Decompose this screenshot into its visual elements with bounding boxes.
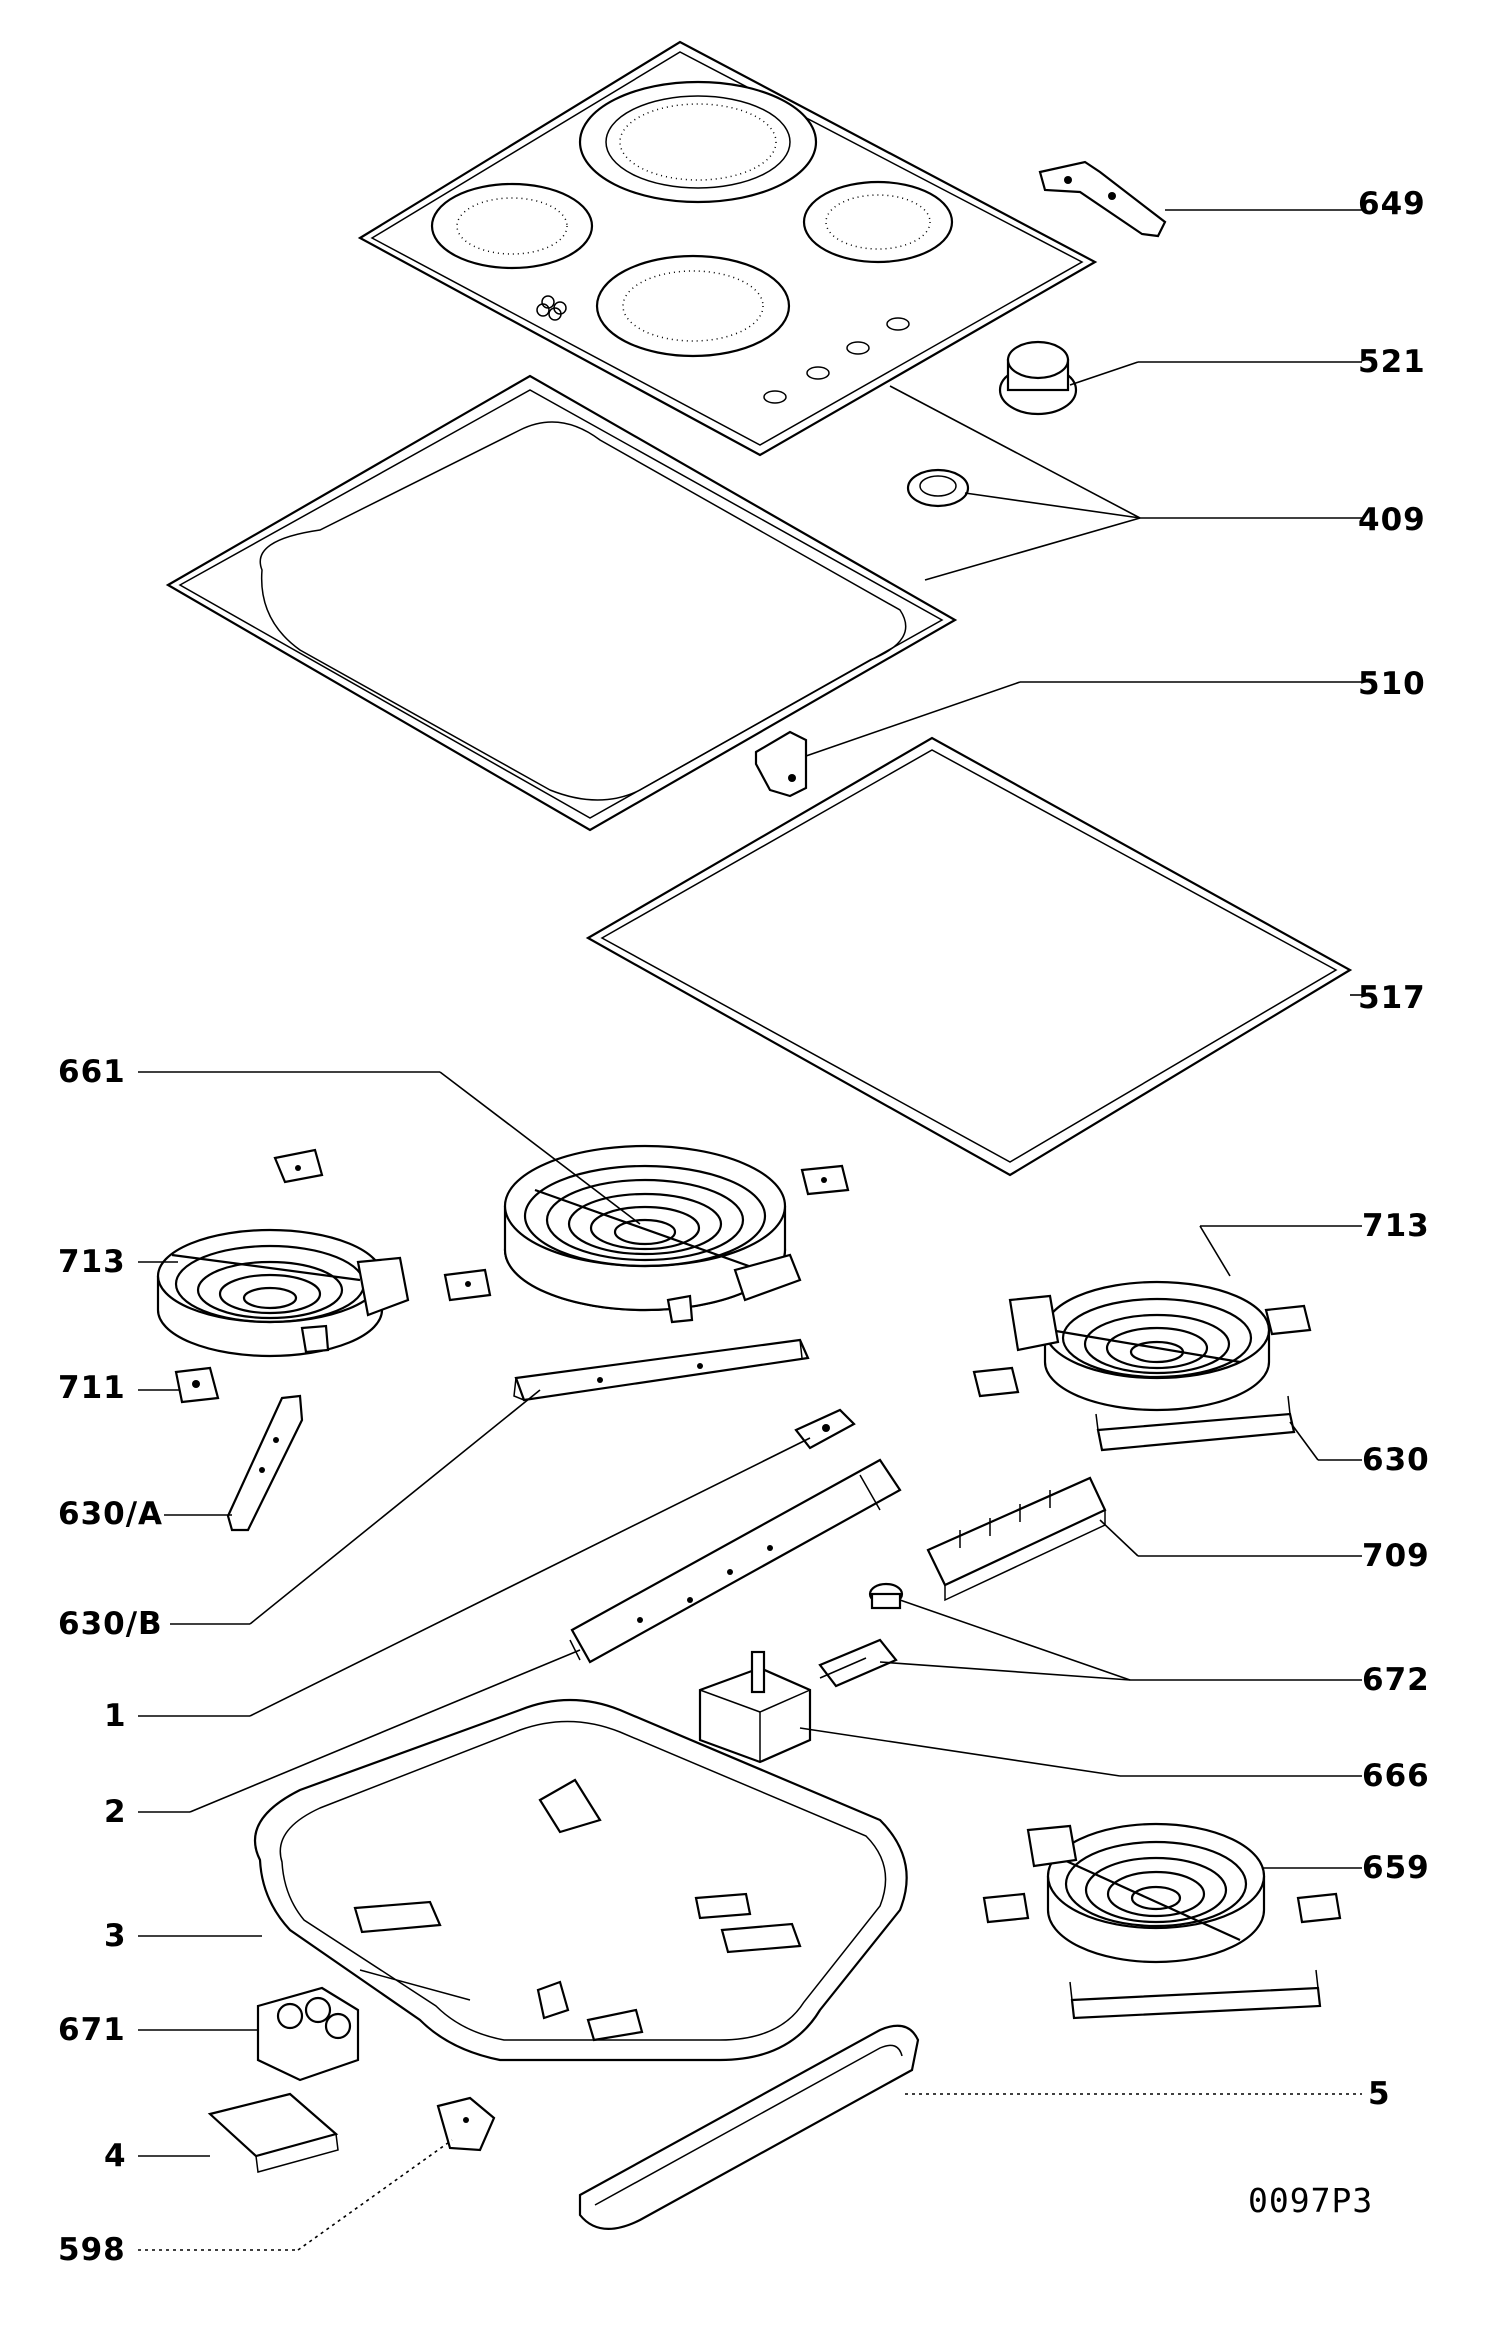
part-1-connector xyxy=(794,1408,856,1450)
label-521: 521 xyxy=(1358,344,1426,380)
bracket-659 xyxy=(1069,1969,1322,2020)
label-510: 510 xyxy=(1358,666,1426,702)
part-517-gasket xyxy=(585,736,1353,1177)
part-598-clip xyxy=(436,2096,496,2152)
label-659: 659 xyxy=(1362,1850,1430,1886)
label-711: 711 xyxy=(58,1370,126,1406)
label-649: 649 xyxy=(1358,186,1426,222)
leader-lines xyxy=(138,209,1362,2251)
part-661-large-element xyxy=(503,1144,802,1324)
bracket-clip-1 xyxy=(273,1148,324,1184)
label-2: 2 xyxy=(104,1794,127,1830)
label-409: 409 xyxy=(1358,502,1426,538)
part-671-terminal xyxy=(256,1986,360,2082)
label-1: 1 xyxy=(104,1698,127,1734)
part-2-control-panel xyxy=(569,1458,902,1664)
label-709: 709 xyxy=(1362,1538,1430,1574)
label-630a: 630/A xyxy=(58,1496,163,1532)
part-5-cable xyxy=(578,2024,920,2230)
part-4-bracket xyxy=(207,2092,339,2173)
label-630: 630 xyxy=(1362,1442,1430,1478)
part-649-bracket xyxy=(1038,160,1167,238)
control-symbol-icon xyxy=(536,295,567,321)
label-666: 666 xyxy=(1362,1758,1430,1794)
label-4: 4 xyxy=(104,2138,127,2174)
diagram-code: 0097P3 xyxy=(1248,2181,1373,2220)
part-630a-bracket xyxy=(226,1394,304,1532)
part-521-knob xyxy=(998,340,1078,416)
label-661: 661 xyxy=(58,1054,126,1090)
part-711-clip xyxy=(174,1366,220,1404)
part-672-switch xyxy=(818,1638,898,1688)
label-630b: 630/B xyxy=(58,1606,163,1642)
part-labels: 649 521 409 510 517 661 713 713 711 630 … xyxy=(58,186,1430,2268)
part-409-ring xyxy=(906,468,970,508)
seal-frame xyxy=(165,374,958,832)
part-3-bottom-tray xyxy=(253,1698,908,2062)
part-713-element-right xyxy=(1008,1280,1271,1412)
part-713-element-left xyxy=(156,1228,410,1358)
label-598: 598 xyxy=(58,2232,126,2268)
part-666-regulator xyxy=(698,1650,812,1764)
part-659-element xyxy=(1026,1822,1266,1964)
part-510-clip xyxy=(754,730,808,798)
bracket-clip-2 xyxy=(800,1164,850,1196)
bracket-clip-3 xyxy=(443,1268,492,1302)
label-671: 671 xyxy=(58,2012,126,2048)
label-713-right: 713 xyxy=(1362,1208,1430,1244)
part-630-bracket xyxy=(1095,1395,1296,1452)
bracket-clip-5 xyxy=(972,1366,1020,1398)
label-5: 5 xyxy=(1368,2076,1391,2112)
part-672-lamp xyxy=(868,1582,904,1610)
label-3: 3 xyxy=(104,1918,127,1954)
hob-glass-top xyxy=(357,40,1098,457)
label-672: 672 xyxy=(1362,1662,1430,1698)
bracket-clip-4 xyxy=(1264,1304,1312,1336)
part-630b-bracket xyxy=(513,1338,810,1402)
part-709-terminal-block xyxy=(926,1476,1107,1602)
label-517: 517 xyxy=(1358,980,1426,1016)
bracket-clip-6 xyxy=(982,1892,1030,1924)
bracket-clip-7 xyxy=(1296,1892,1342,1924)
label-713-left: 713 xyxy=(58,1244,126,1280)
